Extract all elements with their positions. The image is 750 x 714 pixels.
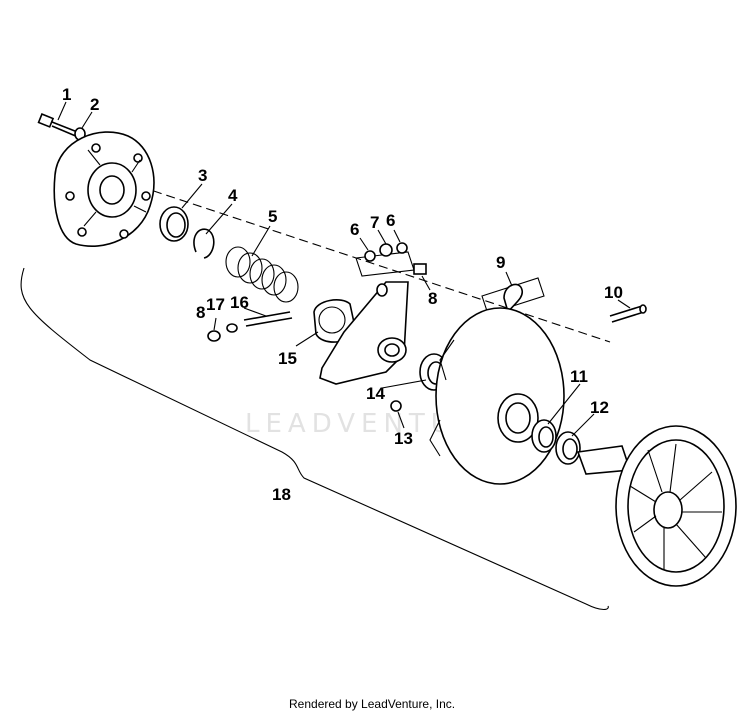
- footer-credit: Rendered by LeadVenture, Inc.: [289, 697, 455, 711]
- callout-8-top: 8: [428, 289, 437, 308]
- callout-17: 17: [206, 295, 225, 314]
- callout-2: 2: [90, 95, 99, 114]
- callout-15: 15: [278, 349, 297, 368]
- bolt-part: [37, 113, 81, 138]
- seal-ring-2-part: [555, 431, 581, 465]
- bushing-2-part: [531, 419, 557, 453]
- callout-1: 1: [62, 85, 71, 104]
- callout-12: 12: [590, 398, 609, 417]
- bushing-part: [159, 206, 189, 242]
- callout-4: 4: [228, 186, 238, 205]
- washer-spacer-group: [355, 242, 415, 277]
- roller-pin-group: [207, 311, 293, 342]
- callout-7: 7: [370, 213, 379, 232]
- callout-labels: 1 2 3 4 5 6 7 6 8 9 10 8 17 16 15 14 13 …: [62, 85, 623, 504]
- cover-plate-part: [53, 131, 155, 248]
- callout-5: 5: [268, 207, 277, 226]
- callout-16: 16: [230, 293, 249, 312]
- pin-part: [609, 304, 647, 323]
- screw-part: [390, 400, 402, 412]
- nut-part: [413, 263, 427, 275]
- snap-ring-part: [193, 228, 215, 259]
- fixed-sheave-part: [576, 425, 737, 587]
- assembly-bracket-18: [20, 267, 609, 611]
- spring-part: [225, 246, 299, 303]
- leader-lines: [57, 101, 631, 437]
- callout-3: 3: [198, 166, 207, 185]
- callout-9: 9: [496, 253, 505, 272]
- callout-14: 14: [366, 384, 385, 403]
- callout-18: 18: [272, 485, 291, 504]
- callout-6b: 6: [386, 211, 395, 230]
- callout-10: 10: [604, 283, 623, 302]
- callout-8-left: 8: [196, 303, 205, 322]
- callout-6a: 6: [350, 220, 359, 239]
- spider-part: [313, 281, 409, 385]
- sheave-part: [429, 307, 565, 485]
- callout-11: 11: [570, 367, 588, 386]
- weight-clip-part: [481, 277, 545, 315]
- callout-13: 13: [394, 429, 413, 448]
